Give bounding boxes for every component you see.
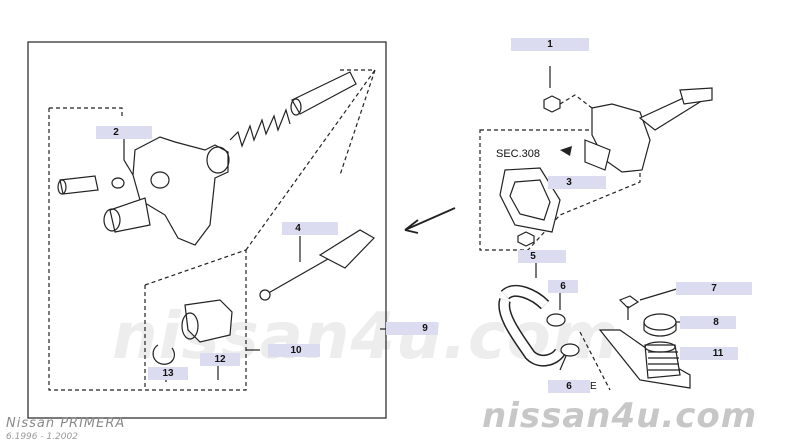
- callout-11[interactable]: 11: [712, 348, 724, 359]
- callout-bg-8: [680, 316, 736, 329]
- nut: [543, 95, 561, 113]
- section-reference: SEC.308: [496, 148, 541, 160]
- callout-bg-10: [268, 344, 320, 357]
- callout-6a[interactable]: 6: [560, 281, 566, 292]
- callout-bg-2: [96, 126, 152, 139]
- watermark: nissan4u.com: [482, 396, 758, 436]
- callout-bg-5: [518, 250, 566, 263]
- callout-4[interactable]: 4: [295, 223, 301, 234]
- callout-8[interactable]: 8: [713, 317, 719, 328]
- reservoir-cap: [643, 313, 677, 331]
- callout-5[interactable]: 5: [530, 251, 536, 262]
- callout-bg-11: [680, 347, 738, 360]
- callout-6b[interactable]: 6: [566, 381, 572, 392]
- callout-bg-9: [386, 322, 438, 335]
- callout-bg-3: [548, 176, 606, 189]
- model-period: 6.1996 - 1.2002: [6, 432, 78, 442]
- callout-bg-13: [148, 367, 188, 380]
- callout-9[interactable]: 9: [422, 323, 428, 334]
- callout-10[interactable]: 10: [290, 345, 302, 356]
- callout-bg-6a: [548, 280, 578, 293]
- assembly-box: [27, 41, 387, 419]
- callout-bg-12: [200, 353, 240, 366]
- boot: [184, 299, 233, 343]
- callout-13[interactable]: 13: [162, 368, 174, 379]
- callout-2[interactable]: 2: [113, 127, 119, 138]
- callout-bg-7: [676, 282, 752, 295]
- callout-bg-6b: [548, 380, 590, 393]
- callout-1[interactable]: 1: [547, 39, 553, 50]
- master-cylinder-body: [132, 136, 229, 246]
- reservoir: [644, 344, 681, 379]
- callout-bg-1: [511, 38, 589, 51]
- view-letter-e: E: [590, 381, 597, 392]
- callout-7[interactable]: 7: [711, 283, 717, 294]
- model-name: Nissan PRIMERA: [6, 416, 126, 431]
- spring: [229, 108, 291, 148]
- callout-12[interactable]: 12: [214, 354, 226, 365]
- callout-bg-4: [282, 222, 338, 235]
- callout-3[interactable]: 3: [566, 177, 572, 188]
